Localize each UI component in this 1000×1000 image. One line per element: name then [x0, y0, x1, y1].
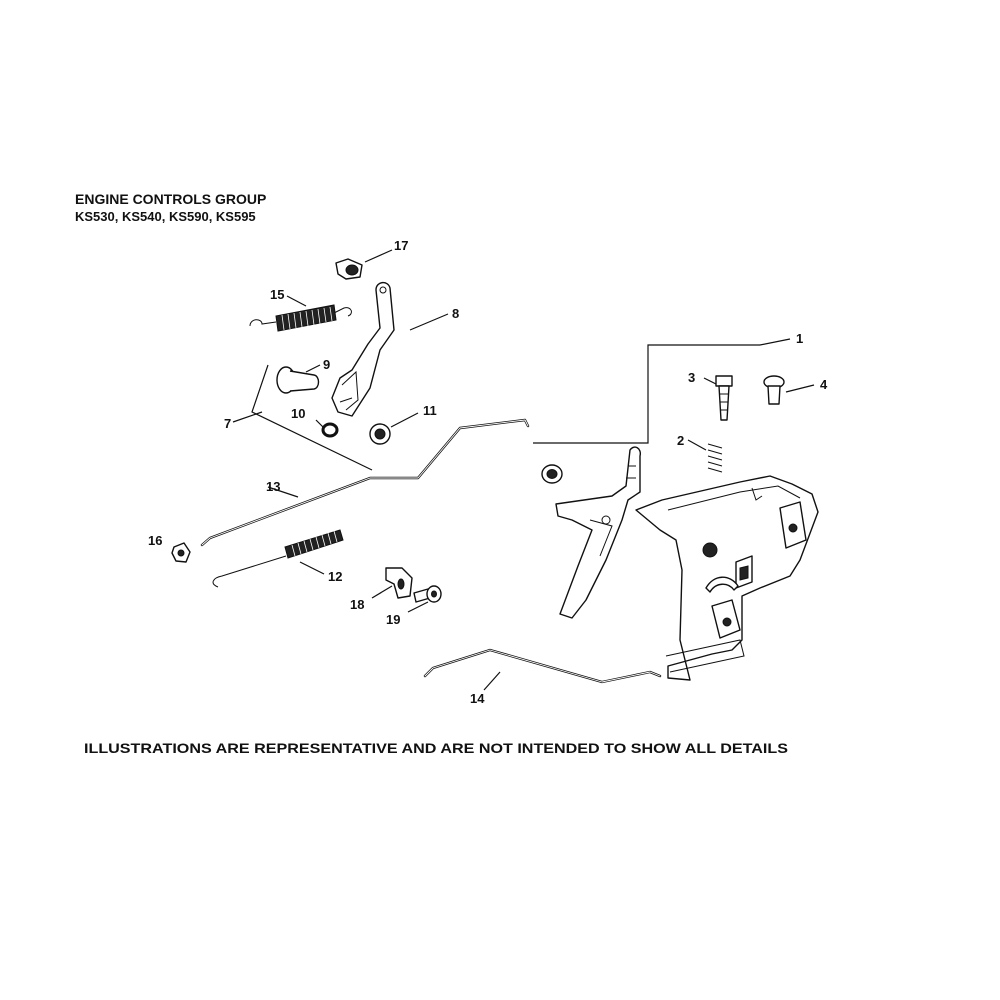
- callout-7: 7: [224, 416, 231, 431]
- group-1-bracket: [533, 338, 791, 444]
- part-8-lever[interactable]: [331, 281, 449, 417]
- part-10-washer[interactable]: [315, 419, 339, 438]
- model-list: KS530, KS540, KS590, KS595: [75, 209, 256, 224]
- part-1-control-bracket[interactable]: [541, 446, 819, 681]
- part-4-screw[interactable]: [763, 375, 815, 405]
- group-7-bracket: [232, 364, 373, 471]
- part-18-clamp[interactable]: [371, 567, 413, 599]
- callout-1: 1: [796, 331, 803, 346]
- part-14-rod[interactable]: [423, 648, 662, 691]
- part-17-clip[interactable]: [335, 249, 393, 280]
- disclaimer-text: ILLUSTRATIONS ARE REPRESENTATIVE AND ARE…: [84, 740, 788, 756]
- callout-11: 11: [423, 403, 437, 418]
- callout-16: 16: [148, 533, 162, 548]
- callout-18: 18: [350, 597, 364, 612]
- callout-13: 13: [266, 479, 280, 494]
- callout-19: 19: [386, 612, 400, 627]
- callout-2: 2: [677, 433, 684, 448]
- part-19-screw[interactable]: [407, 585, 442, 613]
- callout-14: 14: [470, 691, 485, 706]
- part-2-spring[interactable]: [687, 439, 723, 473]
- callout-10: 10: [291, 406, 305, 421]
- callout-17: 17: [394, 238, 408, 253]
- part-13-rod[interactable]: [200, 418, 530, 547]
- callout-9: 9: [323, 357, 330, 372]
- callout-12: 12: [328, 569, 342, 584]
- diagram-title: ENGINE CONTROLS GROUP: [75, 191, 266, 207]
- part-9-pin[interactable]: [276, 364, 321, 394]
- callout-4: 4: [820, 377, 828, 392]
- callout-8: 8: [452, 306, 459, 321]
- part-11-bushing[interactable]: [369, 412, 419, 445]
- part-12-cable[interactable]: [212, 529, 344, 588]
- callout-15: 15: [270, 287, 284, 302]
- part-16-nut[interactable]: [171, 542, 191, 563]
- part-3-bolt[interactable]: [703, 375, 733, 421]
- part-15-spring[interactable]: [249, 295, 352, 332]
- callout-3: 3: [688, 370, 695, 385]
